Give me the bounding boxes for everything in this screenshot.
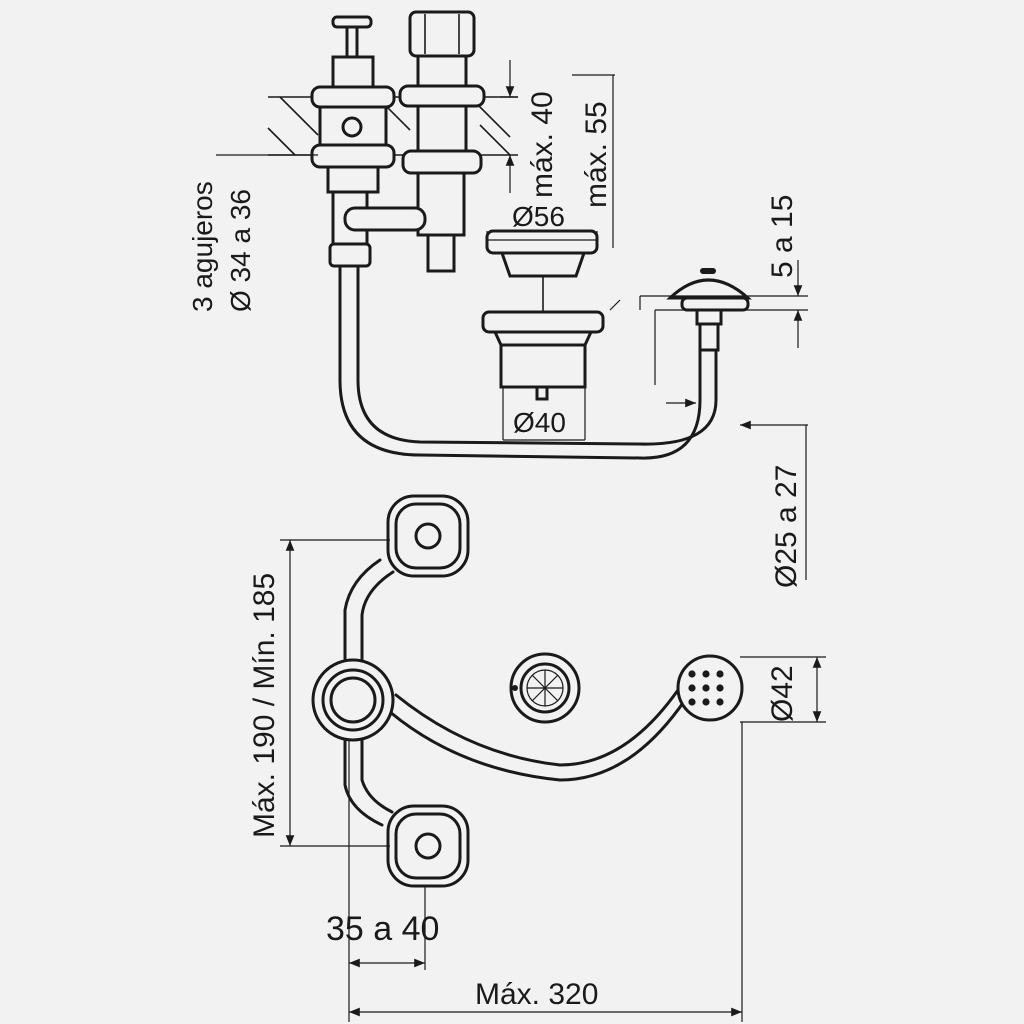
max55-label: máx. 55 [580, 101, 613, 208]
holes-label: 3 agujeros [187, 181, 218, 312]
max40-label: máx. 40 [526, 91, 559, 198]
d25-27-label: Ø25 a 27 [770, 465, 803, 588]
range-5-15-label: 5 a 15 [766, 195, 799, 278]
center-spout [311, 658, 395, 742]
top-dimensions [216, 60, 808, 580]
max190-min185-label: Máx. 190 / Mín. 185 [248, 573, 281, 838]
spray-head-plan [676, 654, 744, 722]
plan-view: Máx. 190 / Mín. 185 Ø42 35 a 40 Máx. 320 [248, 494, 826, 1022]
max320-label: Máx. 320 [475, 978, 598, 1011]
left-valve [310, 15, 396, 268]
top-handle [386, 494, 470, 578]
flexible-hose [338, 266, 718, 460]
d56-label: Ø56 [512, 201, 565, 232]
holes-diameter-label: Ø 34 a 36 [225, 189, 256, 312]
side-elevation: 3 agujeros Ø 34 a 36 máx. 40 máx. 55 Ø56… [187, 10, 808, 588]
range-35-40-label: 35 a 40 [326, 910, 439, 948]
drain-assembly [481, 229, 605, 401]
drain-grate [509, 652, 581, 724]
plan-dimensions [280, 539, 826, 1022]
spray-head [666, 268, 752, 352]
plan-hoses [343, 558, 687, 827]
right-valve [343, 10, 486, 273]
d42-label: Ø42 [766, 665, 799, 722]
d40-label: Ø40 [513, 407, 566, 438]
bottom-handle [386, 804, 470, 888]
